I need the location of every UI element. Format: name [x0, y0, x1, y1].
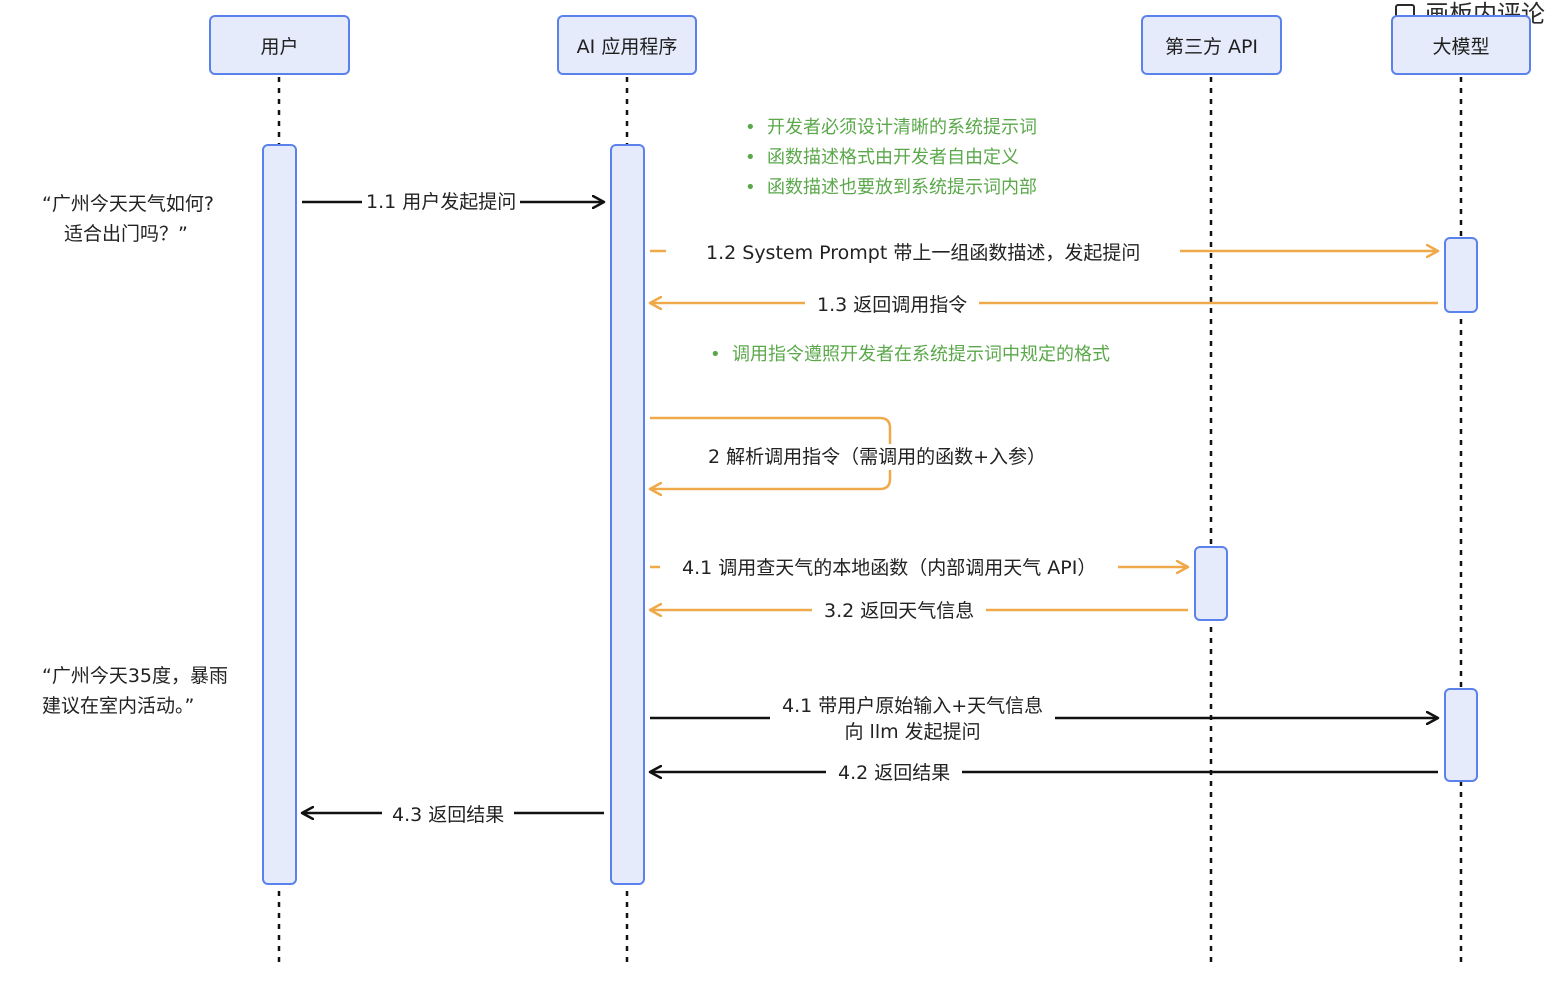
actor-api[interactable]: 第三方 API — [1141, 15, 1282, 75]
actor-api-label: 第三方 API — [1164, 35, 1259, 58]
actor-llm[interactable]: 大模型 — [1391, 15, 1531, 75]
design-note-item: 函数描述格式由开发者自由定义 — [745, 143, 1037, 173]
message-4-1-label: 4.1 带用户原始输入+天气信息 向 llm 发起提问 — [770, 693, 1056, 745]
message-3-2-label: 3.2 返回天气信息 — [812, 598, 987, 624]
final-answer-line2: 建议在室内活动。” — [42, 695, 195, 717]
message-1-2-label: 1.2 System Prompt 带上一组函数描述，发起提问 — [666, 240, 1181, 266]
activation-api — [1194, 546, 1228, 621]
user-question-line1: “广州今天天气如何? — [42, 193, 214, 215]
user-question-line2: 适合出门吗？” — [64, 223, 188, 245]
user-question-quote: “广州今天天气如何? 适合出门吗？” — [42, 189, 214, 249]
design-note-item: 函数描述也要放到系统提示词内部 — [745, 173, 1037, 203]
message-1-1-label: 1.1 用户发起提问 — [362, 189, 521, 215]
actor-app[interactable]: AI 应用程序 — [557, 15, 697, 75]
final-answer-line1: “广州今天35度，暴雨 — [42, 665, 229, 687]
message-4-1-line2: 向 llm 发起提问 — [844, 721, 981, 743]
message-4-3-label: 4.3 返回结果 — [382, 802, 515, 828]
design-note-item: 开发者必须设计清晰的系统提示词 — [745, 113, 1037, 143]
message-1-3-label: 1.3 返回调用指令 — [805, 292, 980, 318]
actor-user-label: 用户 — [260, 35, 299, 58]
instruction-notes: 调用指令遵照开发者在系统提示词中规定的格式 — [710, 340, 1110, 370]
activation-llm-1 — [1444, 237, 1478, 313]
message-4-2-label: 4.2 返回结果 — [826, 760, 963, 786]
activation-app — [610, 144, 645, 885]
message-4-1-line1: 4.1 带用户原始输入+天气信息 — [782, 695, 1044, 717]
actor-user[interactable]: 用户 — [209, 15, 350, 75]
actor-llm-label: 大模型 — [1432, 35, 1490, 58]
activation-user — [262, 144, 297, 885]
instruction-note-item: 调用指令遵照开发者在系统提示词中规定的格式 — [710, 340, 1110, 370]
final-answer-quote: “广州今天35度，暴雨 建议在室内活动。” — [42, 661, 228, 721]
activation-llm-2 — [1444, 688, 1478, 782]
message-3-1-label: 4.1 调用查天气的本地函数（内部调用天气 API） — [660, 555, 1119, 581]
message-2-label: 2 解析调用指令（需调用的函数+入参） — [704, 444, 1051, 470]
design-notes: 开发者必须设计清晰的系统提示词 函数描述格式由开发者自由定义 函数描述也要放到系… — [745, 113, 1037, 203]
actor-app-label: AI 应用程序 — [576, 35, 678, 58]
